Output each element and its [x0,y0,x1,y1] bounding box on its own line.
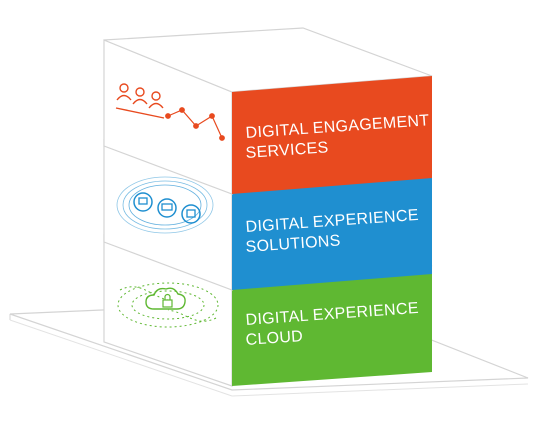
layer-cloud-face [232,266,432,386]
cloud-lock-icon [117,282,219,328]
devices-signal-icon [116,176,214,234]
layer-cloud-subtitle: CLOUD [245,328,304,349]
ground-plane-edge [9,319,233,397]
layer-solutions-subtitle: SOLUTIONS [245,232,341,256]
layer-services: DIGITAL ENGAGEMENT SERVICES [103,27,433,195]
people-network-icon [115,83,225,141]
layer-services-face [232,76,432,194]
layer-services-subtitle: SERVICES [245,139,329,162]
layer-solutions-face [232,172,432,290]
ground-plane-edge [231,383,529,397]
